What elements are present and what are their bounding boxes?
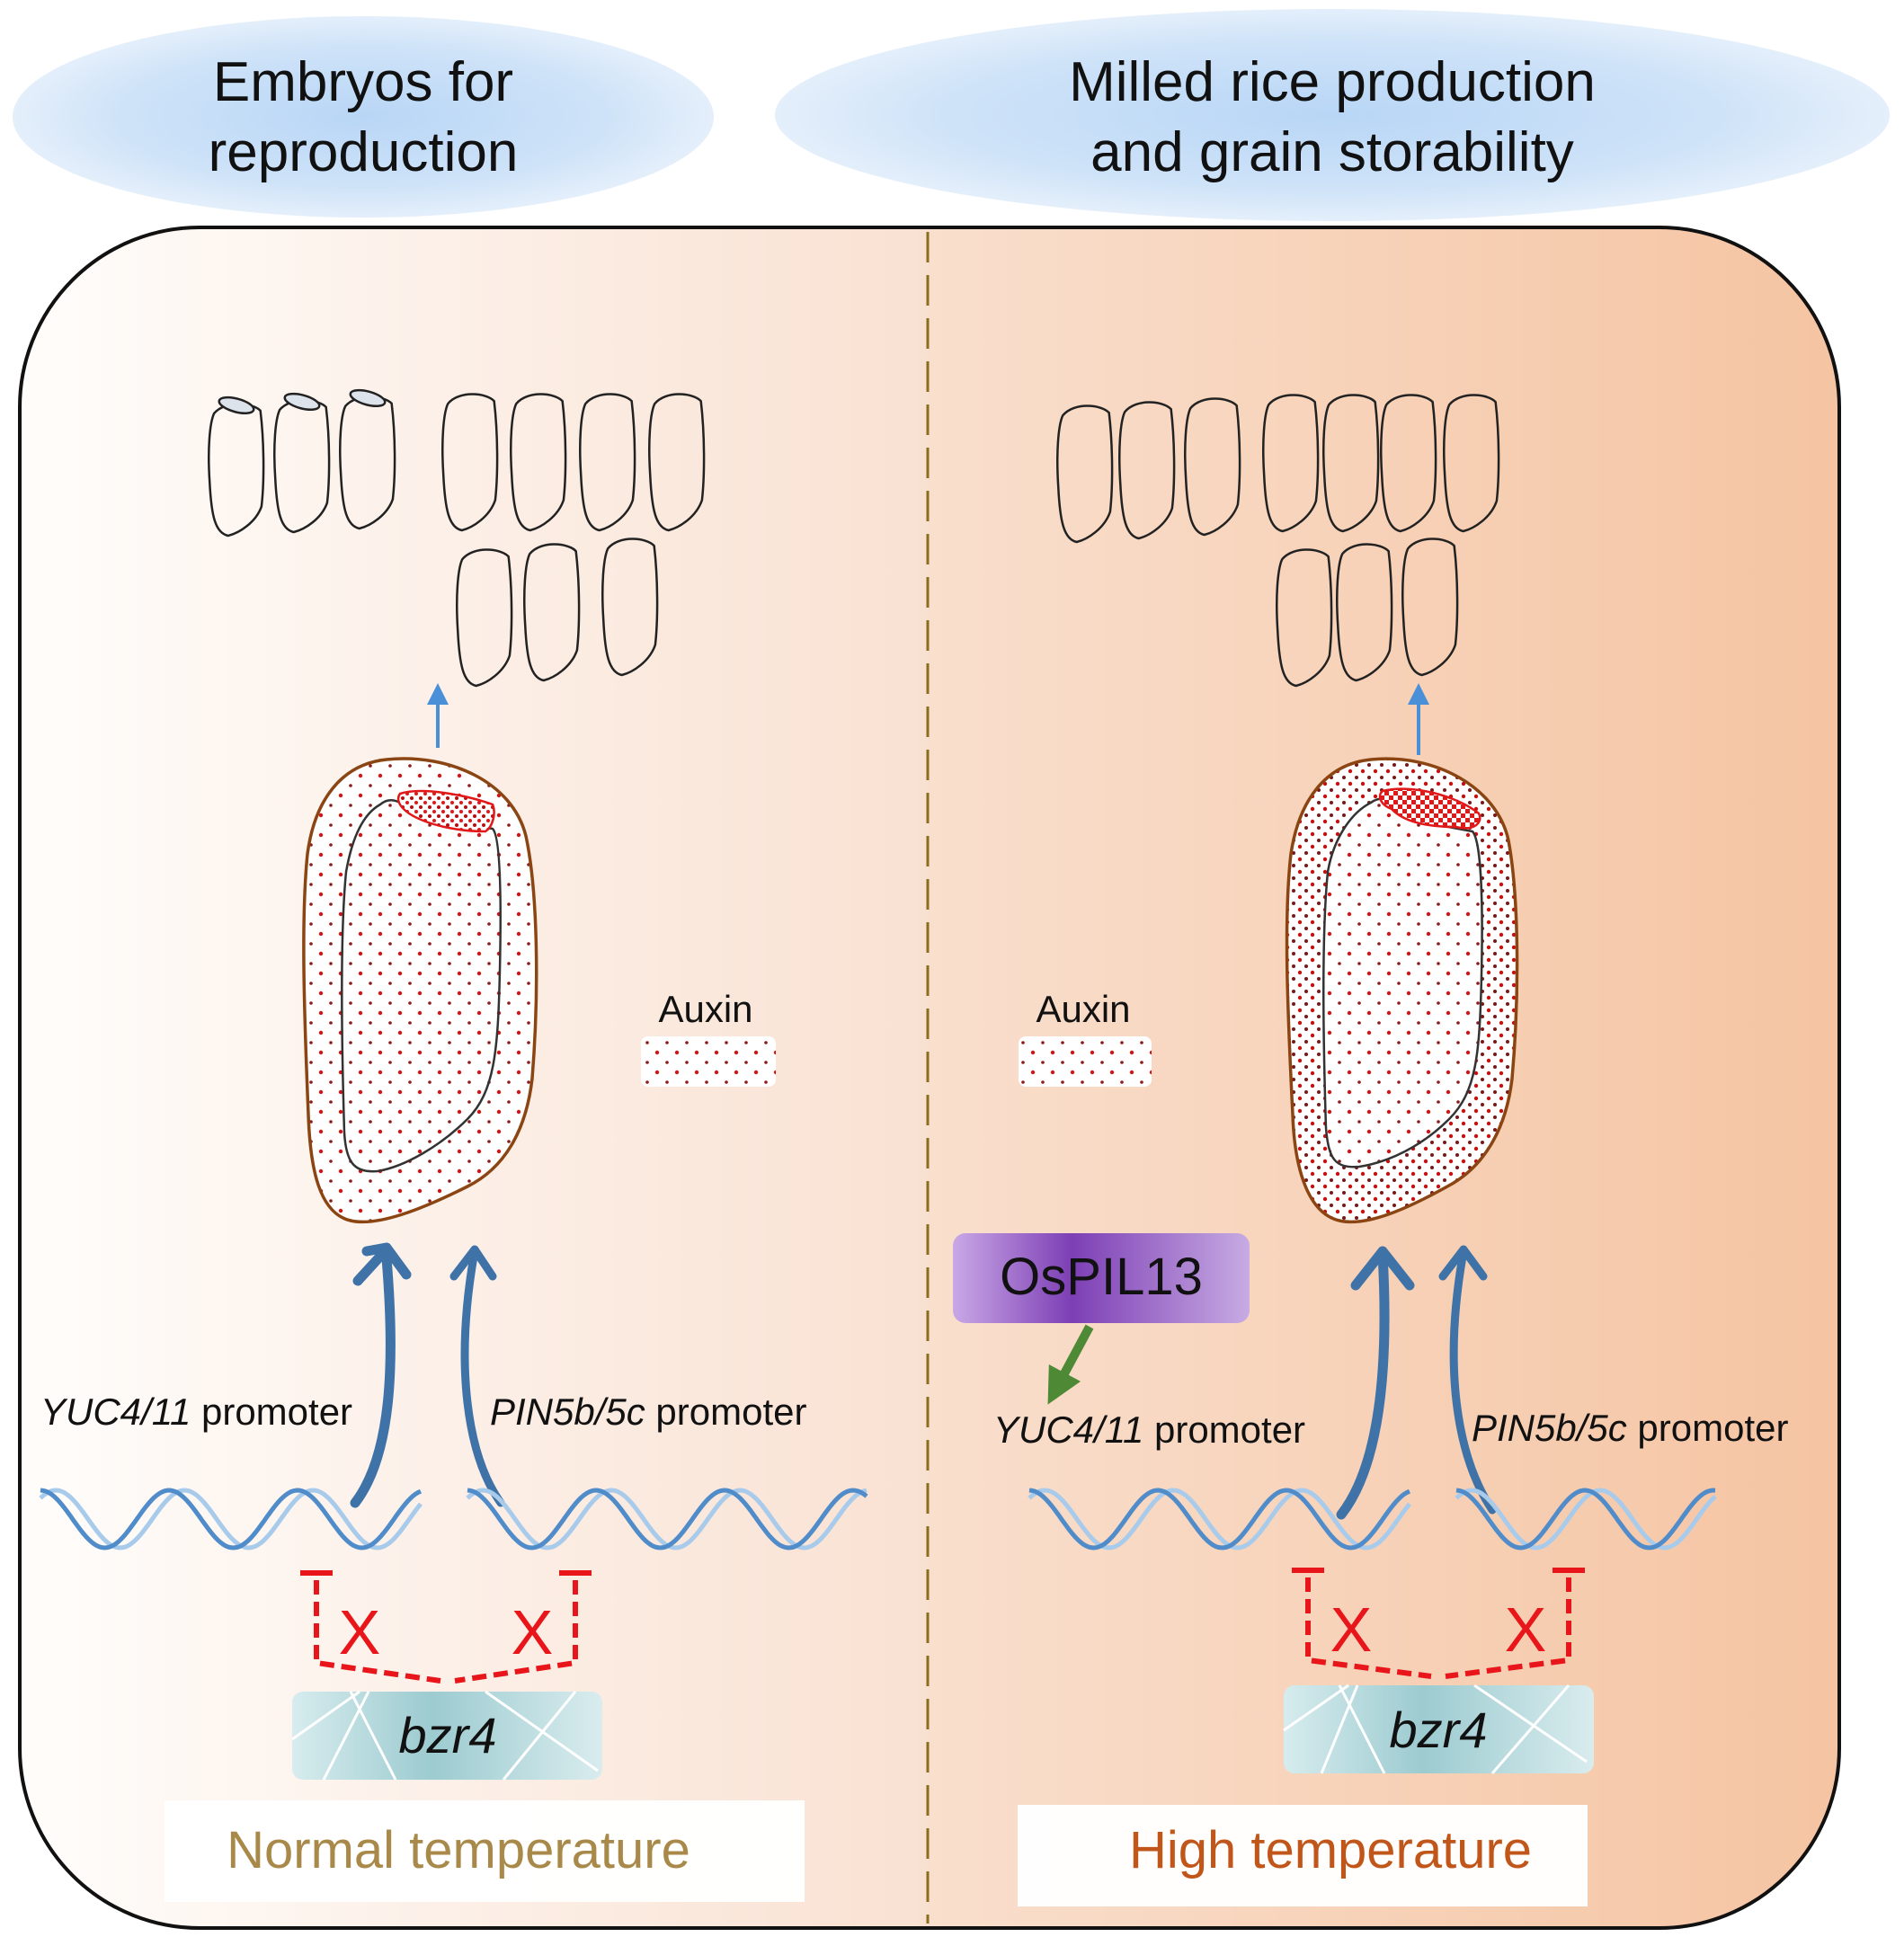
grain-milled: [1056, 404, 1114, 544]
grain-with-embryo: [273, 392, 331, 534]
activation-arrow: [1047, 1324, 1094, 1405]
bubble-embryos-for-reproduction: Embryos for reproduction: [13, 16, 714, 218]
ospil13-label: OsPIL13: [1000, 1248, 1203, 1306]
seed-high: [1285, 757, 1519, 1224]
auxin-legend-high: Auxin: [1019, 988, 1152, 1087]
bubble-right-line1: Milled rice production: [1069, 51, 1596, 113]
block-mark: X: [1505, 1595, 1547, 1665]
grain-milled: [441, 393, 499, 532]
block-mark: X: [512, 1597, 554, 1667]
grain-milled: [523, 543, 581, 682]
grain-milled: [1276, 548, 1333, 688]
bzr4-label: bzr4: [399, 1707, 497, 1764]
block-mark: X: [339, 1597, 381, 1667]
grain-milled: [1380, 394, 1437, 533]
dna-strand-yuc-normal: [39, 1488, 423, 1550]
grain-milled: [510, 393, 567, 532]
grain-milled: [1401, 538, 1459, 677]
auxin-swatch: [1019, 1036, 1152, 1087]
grain-milled: [579, 393, 636, 532]
ospil13-box: OsPIL13: [953, 1233, 1250, 1323]
grain-with-embryo: [339, 388, 396, 530]
grain-milled: [648, 393, 706, 532]
grain-milled: [1184, 397, 1241, 537]
embryo-region: [1378, 787, 1481, 830]
dna-strand-pin-normal: [466, 1488, 868, 1550]
block-mark: X: [1330, 1595, 1373, 1665]
grain-milled: [456, 548, 513, 688]
promoter-arrows-normal: [350, 1242, 505, 1508]
arrow-yuc-to-seed: [350, 1253, 396, 1508]
arrow-pin-to-seed: [460, 1247, 505, 1507]
grain-milled: [1336, 543, 1393, 682]
dna-helices: [39, 1488, 1717, 1550]
auxin-label: Auxin: [1036, 988, 1130, 1030]
grain-milled: [1262, 394, 1320, 533]
auxin-label: Auxin: [658, 988, 752, 1030]
promoter-label-yuc-high: YUC4/11 promoter: [993, 1408, 1305, 1451]
bubble-left-line1: Embryos for: [213, 51, 513, 113]
seed-outline: [302, 757, 538, 1224]
grain-milled: [601, 538, 659, 677]
embryo-cap: [218, 395, 255, 415]
embryo-region: [396, 789, 495, 833]
grain-milled: [1443, 394, 1500, 533]
bubble-right-line2: and grain storability: [1090, 121, 1574, 183]
dna-strand-yuc-high: [1028, 1488, 1411, 1550]
condition-label-normal: Normal temperature: [165, 1800, 805, 1902]
bubble-milled-rice-production: Milled rice production and grain storabi…: [775, 9, 1890, 221]
embryo-cap: [349, 388, 387, 408]
panel-backgrounds: [20, 227, 1839, 1928]
grain-milled: [1322, 394, 1380, 533]
condition-label-high: High temperature: [1018, 1805, 1588, 1906]
condition-text: Normal temperature: [227, 1821, 690, 1879]
promoter-label-pin-high: PIN5b/5c promoter: [1472, 1407, 1789, 1449]
auxin-swatch: [641, 1036, 776, 1087]
condition-text: High temperature: [1129, 1821, 1532, 1879]
bzr4-box-high: bzr4: [1283, 1684, 1594, 1774]
grain-with-embryo: [208, 395, 265, 538]
grain-group-high: [1056, 394, 1500, 688]
arrow-yuc-to-seed: [1336, 1248, 1390, 1520]
bubble-left-line2: reproduction: [209, 121, 519, 183]
frame-border: [18, 226, 1841, 1930]
bzr4-label: bzr4: [1390, 1702, 1488, 1758]
embryo-cap: [283, 392, 321, 412]
dna-strand-pin-high: [1455, 1488, 1717, 1550]
auxin-legend-normal: Auxin: [641, 988, 776, 1087]
bzr4-box-normal: bzr4: [291, 1690, 602, 1781]
seed-normal: [302, 757, 538, 1224]
promoter-label-pin-normal: PIN5b/5c promoter: [490, 1391, 807, 1433]
grain-milled: [1118, 401, 1176, 540]
grain-group-normal: [208, 388, 706, 688]
arrow-pin-to-seed: [1449, 1247, 1497, 1515]
promoter-label-yuc-normal: YUC4/11 promoter: [40, 1391, 352, 1433]
promoter-arrows-high: [1336, 1245, 1497, 1520]
